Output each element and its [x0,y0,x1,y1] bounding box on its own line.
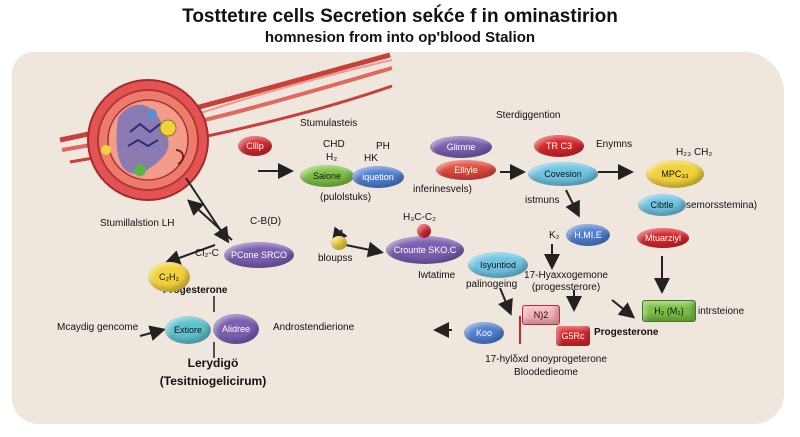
node-mpc: MPC₃₃ [646,160,704,188]
label-hydroxy-bottom: 17-hylδxd onoyprogeterone [485,354,607,365]
node-cibtle: Cibtle [638,194,686,216]
node-iquetion: iquetion [352,166,404,188]
node-crounte: Crounte SKO.C [386,236,464,264]
label-androstendierione: Androstendierione [273,322,355,333]
node-chrc: C₂H₂ [148,262,190,292]
node-pcone: PCone SRCO [224,242,294,268]
node-clllp: Clllp [238,136,272,156]
label-iwtatime: Iwtatime [418,270,456,281]
node-glimne: Glimne [430,136,492,158]
node-alidree: Alidree [213,314,259,344]
label-istmuns: istmuns [525,195,560,206]
label-h23-ch2: H₂₃ CH₂ [676,147,713,158]
cell-body [87,79,209,201]
node-h2mc: H₂ (M₂) [642,300,696,322]
label-bod: C-B(D) [250,216,282,227]
node-koo: Koo [464,322,504,344]
node-saione: Saione [300,165,354,187]
label-inferinesvels: inferinesvels) [413,184,472,195]
label-stimulasteis: Stumulasteis [300,118,358,129]
node-hme: H.MI.E [566,224,610,246]
label-hydroxy-1: 17-Hyaxxogemone [524,270,608,281]
label-pulolstuks: (pulolstuks) [320,192,372,203]
label-palinogeing: palinogeing [466,279,518,290]
label-ph: PH [376,141,390,152]
label-sterdiggention: Sterdiggention [496,110,561,121]
label-intrsteione: intrsteione [698,306,745,317]
title-line-1: Tosttetıre cells Secretion seḱće f in o… [182,6,618,27]
label-semorsstemina: semorsstemina) [686,200,758,211]
title-line-2: homnesion from into op'blood Stalion [264,29,536,46]
label-stimulation-lh: Stumillalstion LH [100,218,175,229]
node-extiore: Extiore [165,316,211,344]
node-gsrc: G5Rc [556,326,590,346]
node-yellow-dot [331,236,347,250]
label-progesterone-right: Progesterone [594,327,659,338]
label-leydig: Lerydigö [187,356,239,370]
node-elliyle: Elliyle [436,160,496,180]
label-h2: H₂ [326,152,338,163]
label-bloupss: bloupss [318,253,353,264]
label-mcaydig: Mcaydig gencome [57,322,139,333]
label-progesterone-left: Progesterone [163,285,228,296]
label-cl: Cl₂-C [195,248,219,259]
label-hydroxy-2: (progessterore) [531,282,601,293]
label-chd: CHD [323,139,345,150]
label-testinogel: (Tesitniogelicirum) [159,374,267,388]
label-k2: K₂ [549,230,560,241]
label-hc-c2: H₃C-C₂ [403,212,436,223]
label-enzymes: Enymns [596,139,633,150]
label-hk: HK [364,153,378,164]
node-n2: N)2 [522,305,560,325]
node-red-dot [417,224,431,238]
node-mtuaziyi: Mtuarziyl [637,228,689,248]
label-bloodedieome: Bloodedieome [514,367,578,378]
node-trc3: TR C3 [534,135,584,157]
node-isyuntiod: Isyuntiod [468,252,528,278]
node-covesion: Covesion [528,162,598,186]
